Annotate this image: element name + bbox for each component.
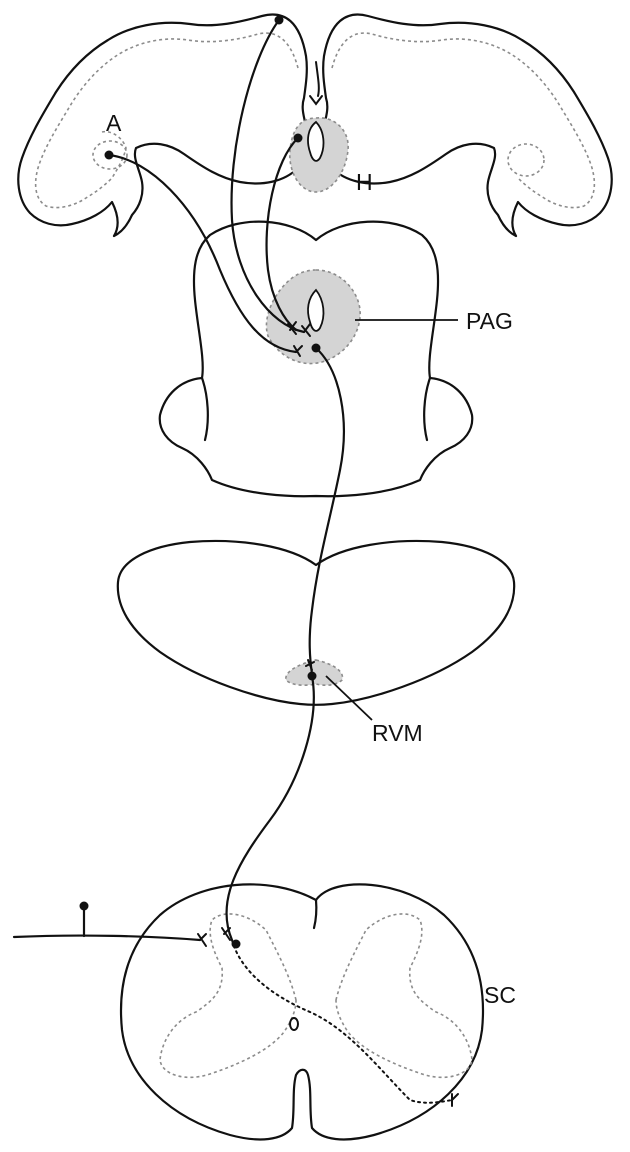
label-amygdala: A <box>106 110 122 136</box>
spinal-cord-section <box>121 884 483 1139</box>
rvm-soma <box>308 672 317 681</box>
right-hemisphere-outline <box>321 15 611 236</box>
spinal-cord-outline <box>121 884 483 1139</box>
label-pag: PAG <box>466 308 513 334</box>
label-rvm: RVM <box>372 720 423 746</box>
midline-fissure <box>310 62 322 104</box>
medulla-section <box>118 541 514 705</box>
pag-rvm-fiber <box>310 348 344 674</box>
label-spinal-cord: SC <box>484 982 516 1008</box>
spinal-terminal-afferent <box>198 934 206 946</box>
cortical-soma <box>275 16 284 25</box>
pag-soma <box>312 344 321 353</box>
midbrain-left-peduncle-line <box>202 378 208 440</box>
rvm-spinal-fiber <box>226 676 313 940</box>
primary-afferent-fiber <box>14 936 200 940</box>
amygdala-soma <box>105 151 114 160</box>
right-gray-matter-boundary <box>336 914 472 1077</box>
dorsal-root-ganglion-soma <box>80 902 89 911</box>
midbrain-section <box>160 222 473 497</box>
spinal-dashed-fiber <box>232 940 452 1103</box>
synaptic-terminals <box>198 322 458 1106</box>
right-amygdala-nucleus <box>508 144 544 176</box>
hypothalamus-soma <box>294 134 303 143</box>
dorsal-horn-soma <box>232 940 241 949</box>
spinal-terminal-ventral <box>452 1094 458 1106</box>
left-hemisphere-outline <box>18 15 308 236</box>
central-canal <box>290 1018 298 1030</box>
label-hypothalamus: H <box>356 169 373 195</box>
third-ventricle <box>308 122 323 161</box>
dorsal-median-sulcus <box>314 900 316 928</box>
midbrain-right-peduncle-line <box>424 378 430 440</box>
